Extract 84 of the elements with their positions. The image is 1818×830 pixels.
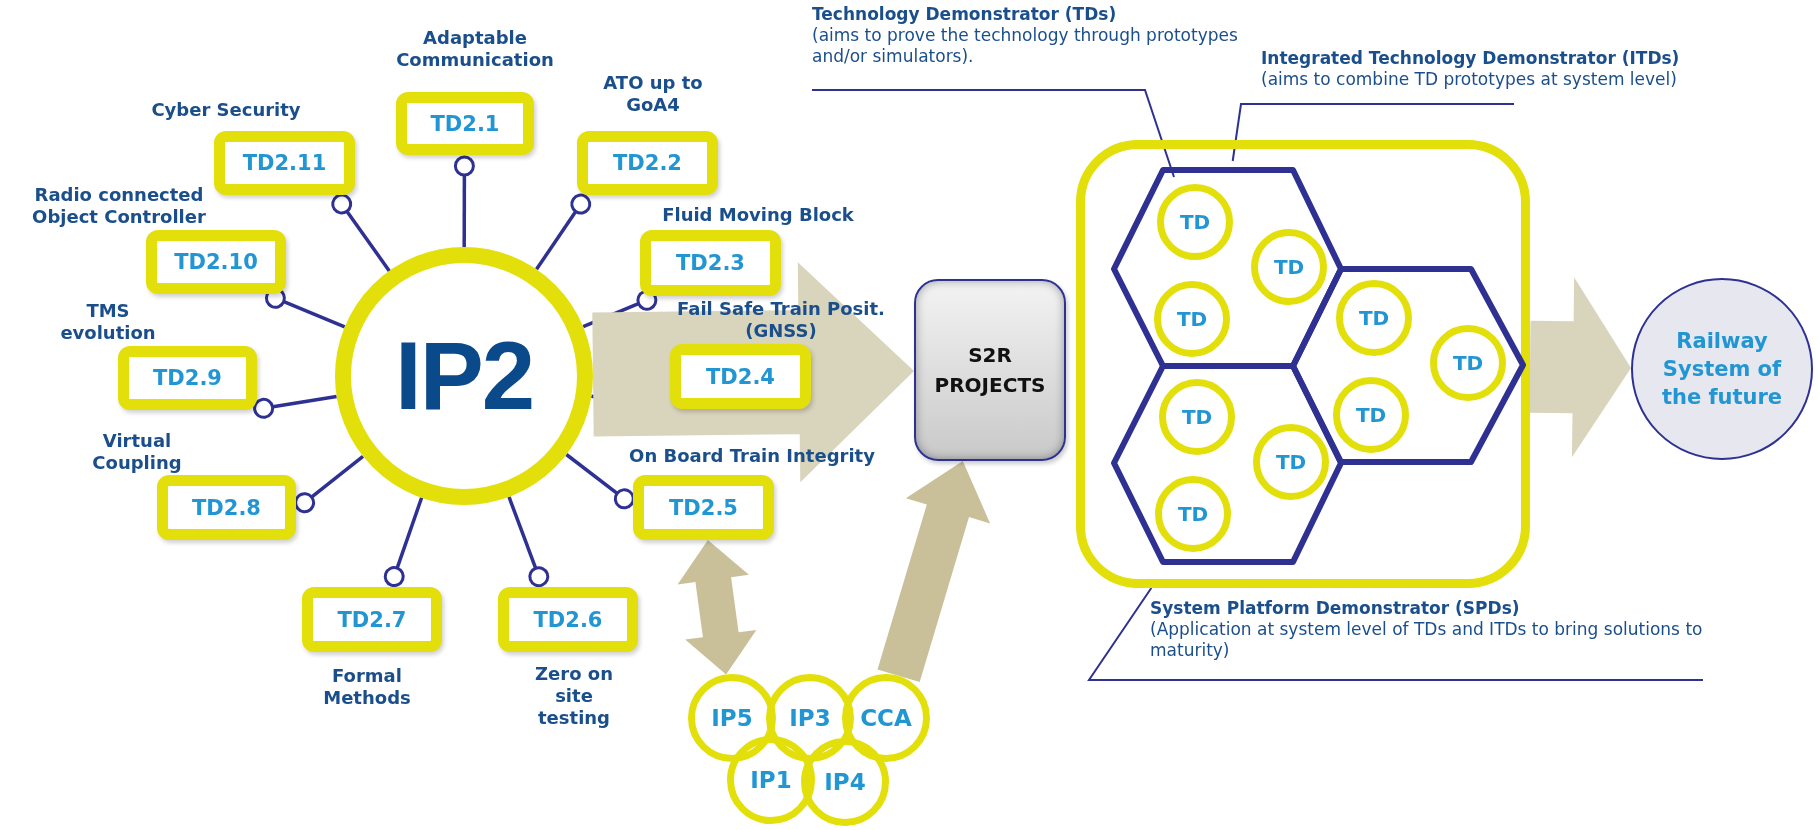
connector-line — [507, 496, 550, 588]
node-label: S2R PROJECTS — [933, 342, 1047, 399]
node-label: IP4 — [824, 769, 866, 795]
node-label: TD2.5 — [669, 495, 738, 520]
ring-circle — [1430, 325, 1506, 401]
leader-line — [811, 89, 1175, 178]
node-label: TD — [1177, 502, 1209, 526]
block-arrow — [877, 461, 991, 683]
annotation-title: Integrated Technology Demonstrator (ITDs) — [1261, 48, 1680, 69]
connector-line — [535, 193, 592, 271]
process-box — [214, 131, 355, 195]
ring-circle — [1251, 229, 1327, 305]
annotation-title: Technology Demonstrator (TDs) — [812, 4, 1117, 25]
connector-line — [294, 454, 365, 514]
connector-line — [331, 193, 391, 272]
node-caption: Cyber Security — [150, 99, 302, 121]
process-box — [302, 587, 442, 652]
annotation-text: (aims to combine TD prototypes at system level) — [1261, 69, 1677, 90]
node-label: TD — [1452, 351, 1484, 375]
node-label: TD2.7 — [337, 607, 407, 632]
block-arrow — [677, 540, 757, 675]
node-label: TD2.3 — [676, 251, 745, 275]
node-label: TD2.10 — [174, 250, 258, 274]
node-label: Railway System of the future — [1660, 328, 1784, 411]
ring-circle — [1333, 377, 1409, 453]
node-label: TD2.4 — [706, 364, 775, 389]
node-caption: Virtual Coupling — [91, 430, 183, 474]
node-label: TD — [1176, 307, 1208, 331]
connector-line — [383, 497, 424, 588]
process-box — [914, 279, 1066, 461]
ring-circle — [1253, 424, 1329, 500]
annotation-title: System Platform Demonstrator (SPDs) — [1150, 598, 1520, 619]
node-label: TD2.9 — [153, 366, 222, 390]
node-caption: Zero on site testing — [534, 663, 614, 729]
node-label: TD2.11 — [242, 151, 327, 175]
node-label: TD — [1358, 306, 1390, 330]
node-label: TD — [1179, 210, 1211, 234]
ring-circle — [727, 736, 815, 824]
process-box — [157, 475, 296, 540]
process-box — [633, 475, 774, 540]
node-label: IP2 — [394, 321, 534, 431]
node-label: TD — [1181, 405, 1213, 429]
process-box — [118, 346, 257, 410]
ring-circle — [1159, 379, 1235, 455]
node-caption: Formal Methods — [322, 665, 412, 709]
process-box — [146, 230, 286, 294]
ring-circle — [688, 674, 776, 762]
process-box — [640, 230, 781, 296]
annotation-text: (Application at system level of TDs and ITDs to bring solutions to maturity) — [1150, 619, 1704, 661]
ring-circle — [1154, 281, 1230, 357]
connector-line — [253, 394, 337, 419]
node-label: TD — [1275, 450, 1307, 474]
node-label: TD2.1 — [430, 111, 500, 136]
block-arrow — [1529, 277, 1631, 458]
node-caption: Fluid Moving Block — [661, 204, 855, 226]
process-box — [498, 587, 638, 652]
process-box — [396, 92, 534, 155]
node-label: TD — [1273, 255, 1305, 279]
connector-line — [453, 155, 475, 247]
node-caption: Adaptable Communication — [395, 27, 555, 71]
node-caption: On Board Train Integrity — [628, 445, 876, 467]
node-label: CCA — [860, 705, 912, 731]
node-caption: ATO up to GoA4 — [602, 72, 704, 116]
ring-circle — [1157, 184, 1233, 260]
block-arrow — [592, 262, 914, 483]
node-label: TD2.8 — [192, 495, 261, 520]
annotation-text: (aims to prove the technology through prototypes and/or simulators). — [812, 25, 1239, 67]
process-box — [577, 131, 718, 195]
node-label: IP5 — [711, 705, 753, 731]
node-label: IP1 — [750, 767, 792, 793]
node-label: IP3 — [789, 705, 831, 731]
node-label: TD2.6 — [533, 607, 603, 632]
node-caption: Radio connected Object Controller — [31, 184, 207, 228]
ring-circle — [1155, 476, 1231, 552]
node-caption: TMS evolution — [59, 300, 157, 344]
leader-line — [1087, 587, 1704, 681]
node-label: TD — [1355, 403, 1387, 427]
process-box — [670, 344, 811, 409]
ring-circle — [766, 674, 854, 762]
ring-circle — [801, 738, 889, 826]
node-label: TD2.2 — [613, 151, 682, 175]
ring-circle — [1336, 280, 1412, 356]
node-caption: Fail Safe Train Posit. (GNSS) — [676, 298, 886, 342]
group-frame — [1076, 140, 1530, 588]
